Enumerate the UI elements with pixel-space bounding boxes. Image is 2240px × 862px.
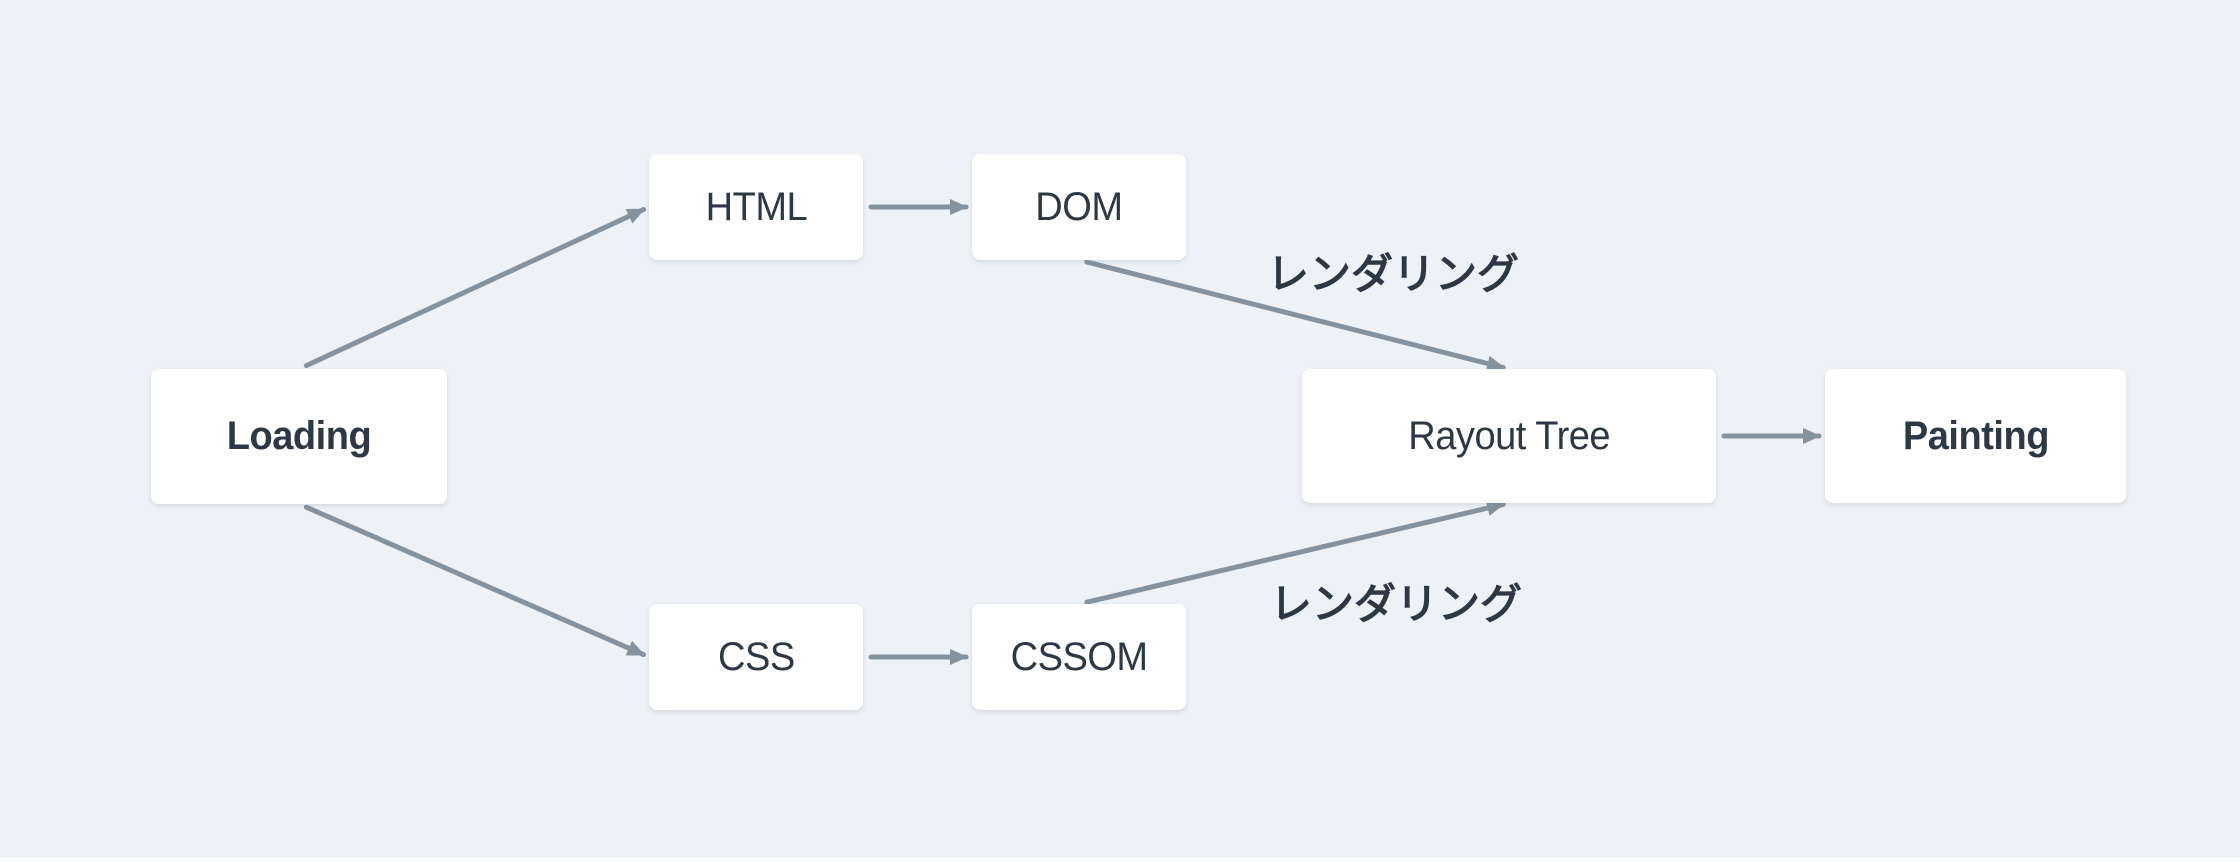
node-dom: DOM <box>972 154 1186 260</box>
node-loading-label: Loading <box>226 414 372 458</box>
edge-label-rendering-bottom: レンダリング <box>1269 580 1523 628</box>
edge-label-rendering-top: レンダリング <box>1266 250 1520 298</box>
node-rayout-tree: Rayout Tree <box>1302 369 1716 503</box>
edge-loading-to-html <box>303 207 647 369</box>
page-edge <box>0 857 2240 862</box>
node-painting-label: Painting <box>1902 413 2049 458</box>
node-rayout-tree-label: Rayout Tree <box>1408 413 1610 458</box>
node-loading: Loading <box>151 369 447 504</box>
node-dom-label: DOM <box>1035 184 1123 229</box>
node-cssom: CSSOM <box>972 604 1186 710</box>
edge-loading-to-css <box>303 504 646 658</box>
node-css: CSS <box>649 604 863 710</box>
node-painting: Painting <box>1825 369 2126 503</box>
node-html: HTML <box>649 154 863 260</box>
node-css-label: CSS <box>717 634 795 679</box>
node-cssom-label: CSSOM <box>1010 634 1148 679</box>
node-html-label: HTML <box>705 184 807 229</box>
